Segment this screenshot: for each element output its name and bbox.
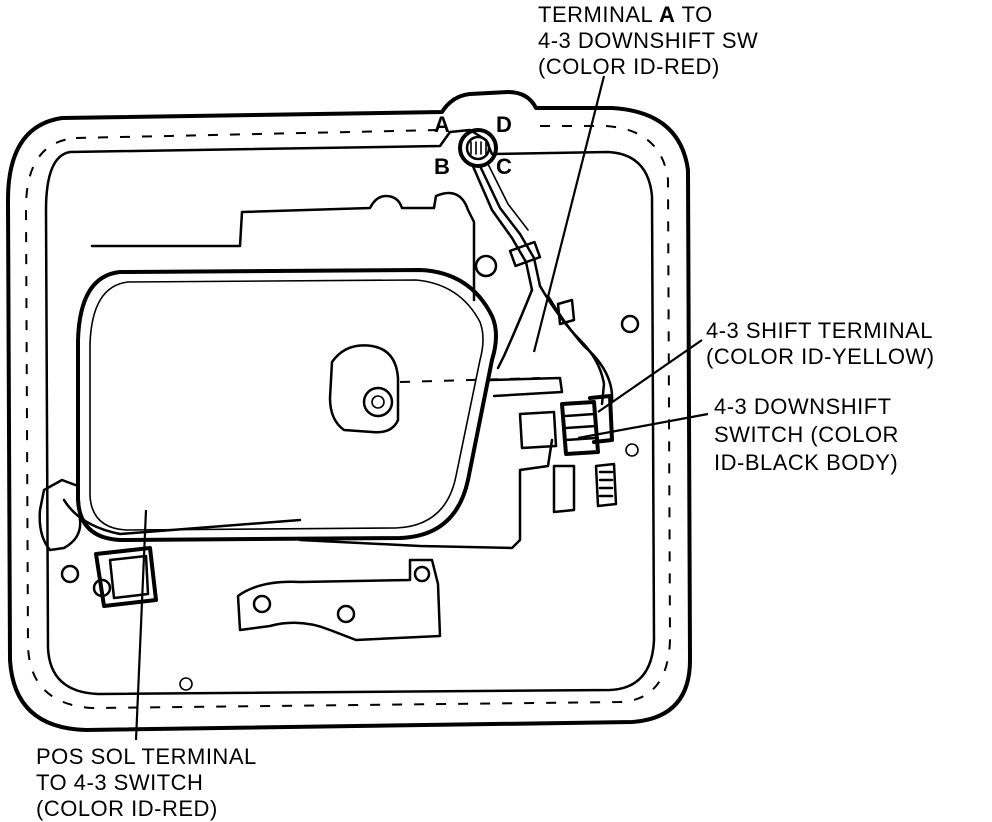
- callout-shift-terminal-line2: (COLOR ID-YELLOW): [706, 344, 935, 369]
- callout-terminal-a-line3: (COLOR ID-RED): [538, 54, 720, 79]
- pan-outer-flange: [6, 90, 692, 732]
- solenoid-bolt: [92, 578, 112, 598]
- callout-downshift-switch-line1: 4-3 DOWNSHIFT: [714, 394, 892, 419]
- callout-downshift-switch-line3: ID-BLACK BODY): [714, 450, 898, 475]
- leader-shift-terminal: [597, 339, 703, 413]
- lower-valve-tab: [236, 558, 442, 642]
- callout-downshift-switch-line2: SWITCH (COLOR: [714, 422, 899, 447]
- downshift-switch-detail: [564, 412, 598, 442]
- wire-harness-2: [478, 164, 542, 288]
- filter-strap: [488, 376, 564, 398]
- harness-bolt: [474, 254, 498, 278]
- connector-outer: [458, 128, 498, 168]
- callout-terminal-a-line1: TERMINAL A TO: [538, 2, 713, 27]
- lower-bolt-2: [336, 604, 356, 624]
- pos-solenoid: [94, 546, 158, 608]
- connector-inner: [465, 135, 491, 161]
- upper-valve-body: [90, 191, 476, 302]
- filter-bolt-center: [371, 395, 385, 409]
- filter-boss: [328, 344, 400, 434]
- callout-shift-terminal-line1: 4-3 SHIFT TERMINAL: [706, 318, 933, 343]
- switch-mount: [552, 464, 576, 514]
- callout-terminal-a: TERMINAL A TO 4-3 DOWNSHIFT SW (COLOR ID…: [538, 2, 758, 79]
- callout-pos-sol-line3: (COLOR ID-RED): [36, 796, 218, 821]
- valve-body-outline: [44, 128, 656, 696]
- shift-terminal: [588, 394, 614, 444]
- callout-pos-sol: POS SOL TERMINAL TO 4-3 SWITCH (COLOR ID…: [36, 744, 257, 821]
- wire-harness-3: [487, 163, 529, 231]
- left-bracket: [38, 478, 82, 552]
- oil-filter-outline: [76, 268, 498, 542]
- lower-bolt-3: [413, 565, 431, 583]
- pin-label-d: D: [496, 112, 512, 137]
- callout-terminal-a-line2: 4-3 DOWNSHIFT SW: [538, 28, 758, 53]
- pan-bolt-right-low: [625, 443, 639, 457]
- switch-adapter: [518, 410, 558, 450]
- downshift-switch-body: [560, 400, 600, 456]
- leader-terminal-a: [532, 75, 606, 353]
- callout-downshift-switch: 4-3 DOWNSHIFT SWITCH (COLOR ID-BLACK BOD…: [714, 394, 899, 475]
- wire-to-switch: [496, 288, 534, 370]
- leader-pos-sol: [134, 509, 148, 741]
- pan-gasket-line: [24, 125, 672, 710]
- pan-bolt-bottom: [179, 677, 193, 691]
- pan-bolt-right: [620, 314, 640, 334]
- lower-valve-body: [298, 438, 554, 550]
- leader-downshift-switch: [577, 412, 709, 440]
- solenoid-wire: [62, 498, 302, 536]
- pin-label-b: B: [434, 154, 450, 179]
- switch-comb: [594, 462, 618, 508]
- filter-bolt: [362, 386, 394, 418]
- pin-label-c: C: [496, 154, 512, 179]
- pin-label-a: A: [434, 112, 450, 137]
- lower-bolt-1: [252, 594, 272, 614]
- callout-pos-sol-line2: TO 4-3 SWITCH: [36, 770, 203, 795]
- harness-clip: [508, 240, 542, 268]
- left-bolt: [60, 564, 80, 584]
- connector-pins: [470, 141, 487, 155]
- pos-solenoid-body: [108, 554, 150, 600]
- wire-harness: [470, 162, 534, 292]
- callout-pos-sol-line1: POS SOL TERMINAL: [36, 744, 257, 769]
- oil-filter-inner: [89, 279, 484, 531]
- harness-bracket: [556, 298, 576, 326]
- callout-shift-terminal: 4-3 SHIFT TERMINAL (COLOR ID-YELLOW): [706, 318, 935, 369]
